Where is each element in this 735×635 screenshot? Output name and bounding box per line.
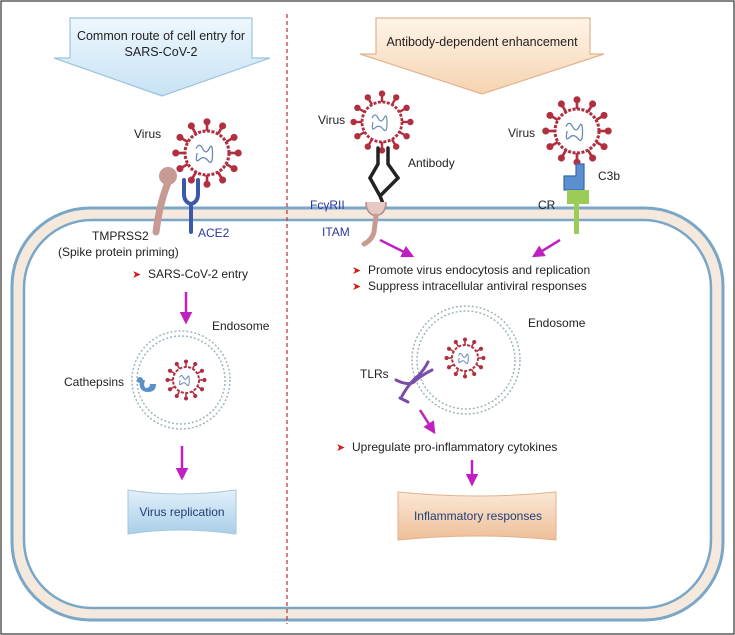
left-header-line1: Common route of cell entry for xyxy=(77,29,245,43)
fcgr-receptor-icon xyxy=(361,201,387,247)
right-endosome-virus-icon xyxy=(444,337,486,379)
left-header-line2: SARS-CoV-2 xyxy=(125,45,198,59)
ade-virus-icon xyxy=(350,90,414,154)
endosome-virus-icon xyxy=(165,359,207,401)
itam-label: ITAM xyxy=(322,225,350,239)
arrow-converge-left xyxy=(379,238,415,258)
left-endosome-label: Endosome xyxy=(212,319,270,333)
fcgr-label: FcγRII xyxy=(310,198,345,212)
antibody-icon xyxy=(368,146,400,208)
ade-bullet-icon-2: ➤ xyxy=(352,281,361,293)
cr-receptor-icon xyxy=(567,190,589,234)
cathepsins-label: Cathepsins xyxy=(64,375,124,389)
c3b-label: C3b xyxy=(598,169,620,183)
antibody-label: Antibody xyxy=(408,156,455,170)
tmprss2-label: TMPRSS2 xyxy=(92,229,149,243)
spike-priming-label: (Spike protein priming) xyxy=(58,245,179,259)
entry-bullet-icon: ➤ xyxy=(132,269,141,281)
complement-virus-icon xyxy=(542,96,612,166)
inflammatory-responses-label: Inflammatory responses xyxy=(414,509,542,523)
cr-label: CR xyxy=(538,198,556,212)
ade-bullet-text-2: Suppress intracellular antiviral respons… xyxy=(368,279,587,293)
tlr-receptor-icon xyxy=(394,360,434,404)
cytokine-bullet-text: Upregulate pro-inflammatory cytokines xyxy=(352,440,557,454)
right-virus-label-2: Virus xyxy=(508,126,535,140)
cathepsin-icon xyxy=(137,377,156,392)
ace2-label: ACE2 xyxy=(198,226,230,240)
right-endosome-label: Endosome xyxy=(528,316,586,330)
inflammatory-responses-box xyxy=(397,491,557,541)
virus-replication-label: Virus replication xyxy=(139,505,224,519)
ace2-receptor-icon xyxy=(182,178,200,234)
left-header-arrow xyxy=(53,17,271,97)
tlrs-label: TLRs xyxy=(360,367,389,381)
right-virus-label-1: Virus xyxy=(318,113,345,127)
virus-icon xyxy=(172,118,242,188)
arrow-tlr-down xyxy=(418,409,436,435)
virus-replication-box xyxy=(127,489,237,535)
tmprss2-icon xyxy=(152,167,177,236)
right-header-label: Antibody-dependent enhancement xyxy=(386,35,578,49)
ade-bullet-icon-1: ➤ xyxy=(352,265,361,277)
ade-bullet-text-1: Promote virus endocytosis and replicatio… xyxy=(368,263,590,277)
entry-bullet-text: SARS-CoV-2 entry xyxy=(148,267,248,281)
cytokine-bullet-icon: ➤ xyxy=(336,442,345,454)
arrow-converge-right xyxy=(531,238,561,258)
right-header-arrow xyxy=(359,17,605,95)
c3b-icon xyxy=(563,163,585,191)
left-virus-label: Virus xyxy=(134,127,161,141)
